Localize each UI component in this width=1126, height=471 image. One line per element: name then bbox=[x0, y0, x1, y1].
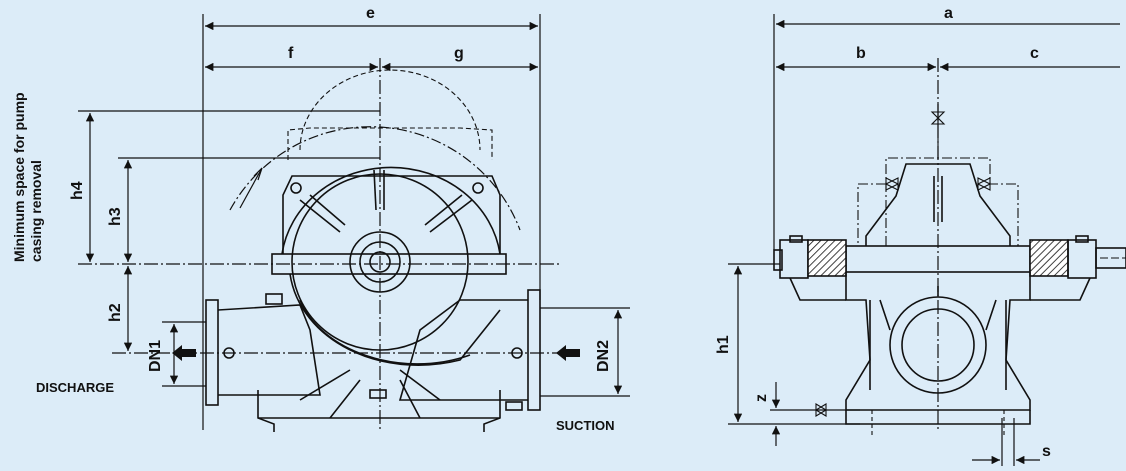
dim-b-label: b bbox=[856, 45, 866, 62]
dim-e-label: e bbox=[366, 5, 375, 22]
dim-h3-label: h3 bbox=[107, 207, 124, 226]
discharge-label: DISCHARGE bbox=[36, 380, 114, 395]
left-view-labels: e f g h4 h3 h2 DN1 DN2 DISCHARGE SUCTION bbox=[36, 5, 615, 433]
pump-side-view bbox=[773, 111, 1126, 436]
dim-g-label: g bbox=[454, 45, 464, 62]
dim-dn1-label: DN1 bbox=[147, 340, 164, 372]
dim-s-label: s bbox=[1042, 443, 1051, 460]
flow-arrows bbox=[172, 345, 580, 361]
note-line-1: Minimum space for pump bbox=[11, 92, 27, 262]
suction-label: SUCTION bbox=[556, 418, 615, 433]
casing-removal-note: Minimum space for pump casing removal bbox=[11, 92, 44, 262]
dim-h4-label: h4 bbox=[69, 181, 86, 200]
dim-f-label: f bbox=[288, 45, 294, 62]
discharge-arrow-icon bbox=[172, 345, 196, 361]
dim-c-label: c bbox=[1030, 45, 1039, 62]
note-line-2: casing removal bbox=[28, 160, 44, 262]
dim-dn2-label: DN2 bbox=[595, 340, 612, 372]
dim-z-label: z bbox=[753, 394, 770, 402]
dim-a-label: a bbox=[944, 5, 953, 22]
right-view-dimensions bbox=[728, 14, 1120, 466]
dim-h1-label: h1 bbox=[715, 335, 732, 354]
right-view-labels: a b c h1 z s bbox=[715, 5, 1051, 460]
pump-front-view bbox=[205, 69, 541, 432]
suction-arrow-icon bbox=[556, 345, 580, 361]
dim-h2-label: h2 bbox=[107, 303, 124, 322]
